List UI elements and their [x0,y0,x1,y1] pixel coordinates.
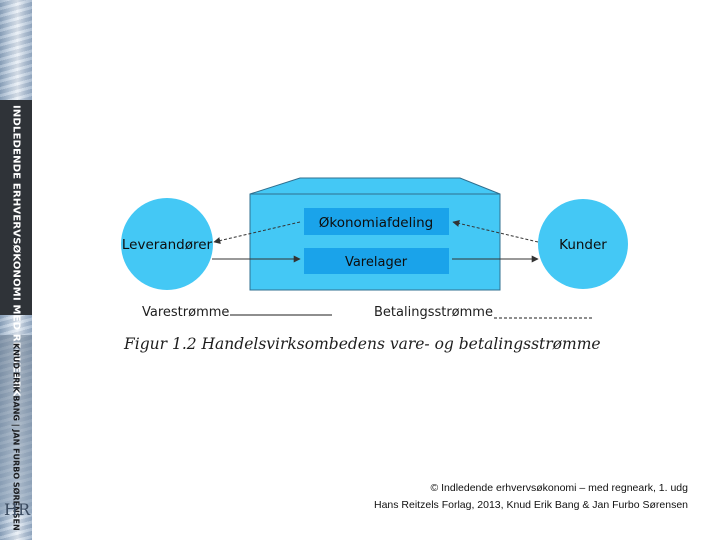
credit-line-2: Hans Reitzels Forlag, 2013, Knud Erik Ba… [374,499,688,511]
credit-line-1: © Indledende erhvervsøkonomi – med regne… [430,482,688,494]
copyright-credit: © Indledende erhvervsøkonomi – med regne… [374,480,688,514]
finance-label: Økonomiafdeling [319,215,433,231]
customers-label: Kunder [559,237,607,253]
payment-arrow-from-customers [452,220,539,243]
finance-box [304,208,449,235]
spine-title-band [0,100,32,315]
figure-caption: Figur 1.2 Handelsvirksombedens vare- og … [124,335,601,353]
publisher-logo: HR [4,500,30,519]
suppliers-node [121,198,213,290]
warehouse-box [304,248,449,274]
legend-payment-label: Betalingsstrømme [374,305,493,320]
spine-authors: KNUD ERIK BANG | JAN FURBO SØRENSEN [11,343,21,531]
legend-goods-label: Varestrømme [142,305,229,320]
warehouse-label: Varelager [345,255,408,270]
suppliers-label: Leverandører [122,237,213,253]
customers-node [538,199,628,289]
spine-title: INDLEDENDE ERHVERVSØKONOMI MED REGNEARK [10,105,22,397]
spine-author-band [0,335,32,510]
